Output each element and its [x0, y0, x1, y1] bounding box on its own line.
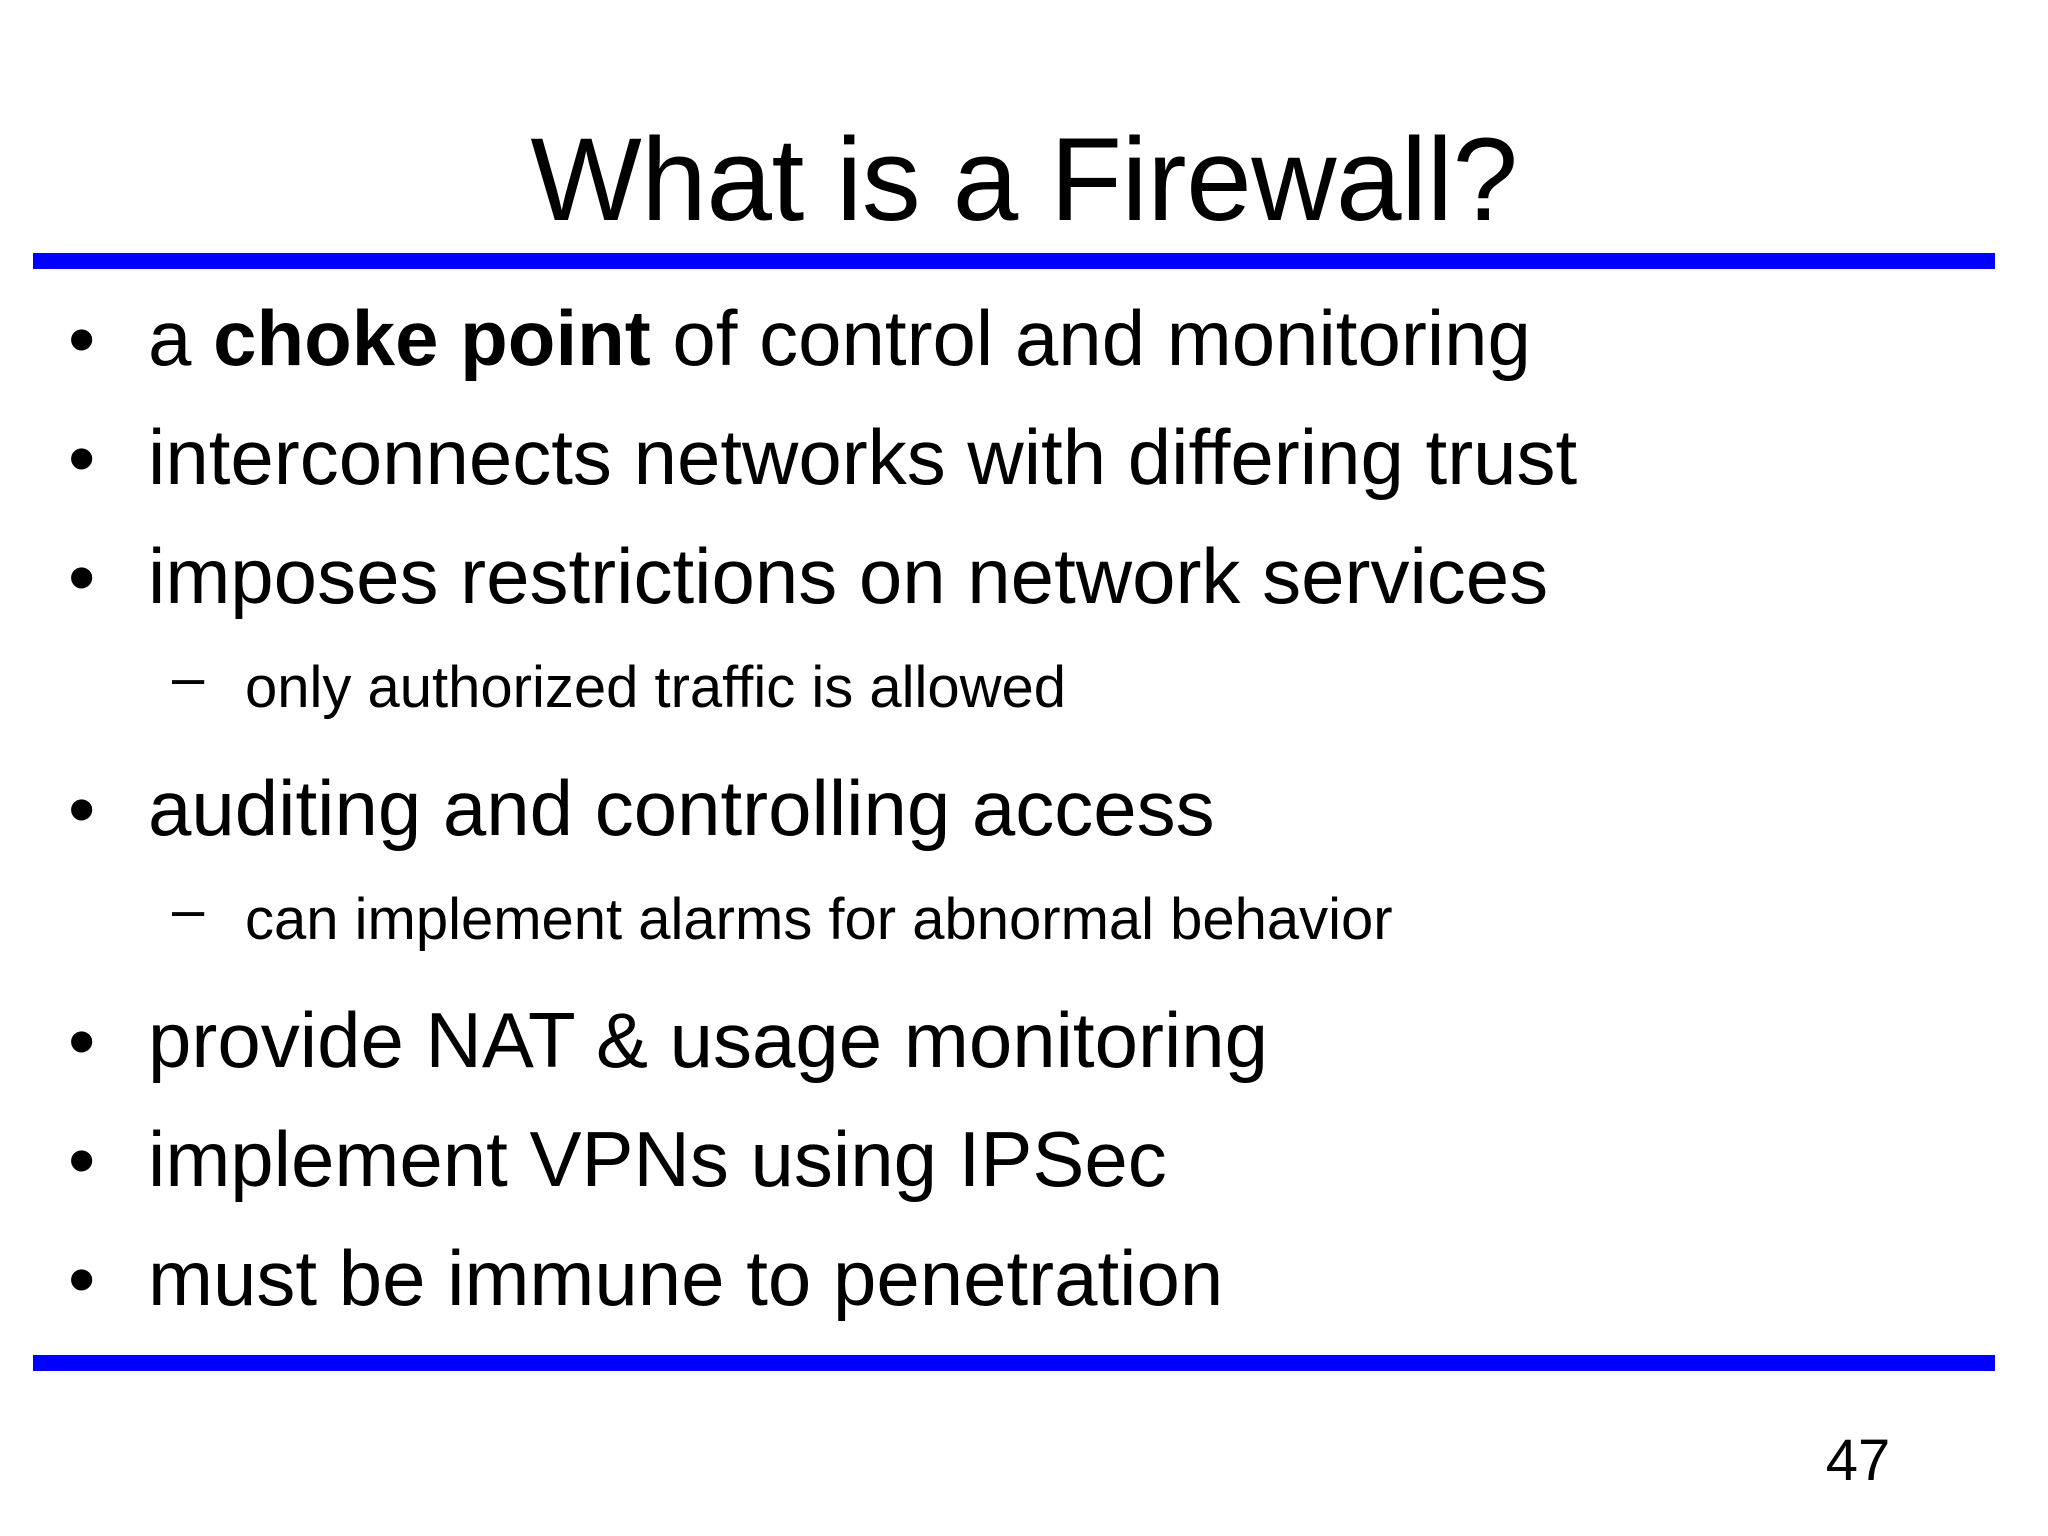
bullet-text: can implement alarms for abnormal behavi… — [245, 887, 1393, 952]
bullet-text-before: a — [148, 294, 214, 382]
bullet-item: • a choke point of control and monitoring — [0, 286, 2048, 405]
bullet-text: provide NAT & usage monitoring — [148, 996, 1269, 1084]
bullet-marker-icon: • — [68, 765, 96, 853]
bullet-list: • a choke point of control and monitoring… — [0, 286, 2048, 1345]
bullet-text-after: of control and monitoring — [650, 294, 1531, 382]
bullet-text: a choke point of control and monitoring — [148, 286, 2048, 390]
bullet-item: • provide NAT & usage monitoring — [0, 988, 2048, 1107]
page-number: 47 — [1825, 1428, 1891, 1493]
sub-bullet-item: –only authorized traffic is allowed — [0, 643, 2048, 756]
bullet-text: imposes restrictions on network services — [148, 532, 1549, 620]
bullet-item: • auditing and controlling access — [0, 756, 2048, 875]
bullet-text: auditing and controlling access — [148, 764, 1215, 852]
bullet-marker-icon: • — [68, 533, 96, 621]
dash-marker-icon: – — [172, 645, 205, 710]
bullet-text-emphasis: choke point — [213, 294, 651, 382]
title-divider-rule-top — [33, 253, 1995, 269]
bullet-text: interconnects networks with differing tr… — [148, 413, 1578, 501]
sub-bullet-item: –can implement alarms for abnormal behav… — [0, 875, 2048, 988]
bullet-marker-icon: • — [68, 997, 96, 1085]
bullet-item: • must be immune to penetration — [0, 1226, 2048, 1345]
bullet-marker-icon: • — [68, 1235, 96, 1323]
bullet-marker-icon: • — [68, 295, 96, 383]
bullet-item: • interconnects networks with differing t… — [0, 405, 2048, 524]
bullet-marker-icon: • — [68, 414, 96, 502]
bullet-item: • imposes restrictions on network service… — [0, 524, 2048, 643]
page-title: What is a Firewall? — [530, 114, 1518, 247]
footer-divider-rule-bottom — [33, 1355, 1995, 1371]
bullet-item: • implement VPNs using IPSec — [0, 1107, 2048, 1226]
bullet-text: must be immune to penetration — [148, 1234, 1224, 1322]
dash-marker-icon: – — [172, 877, 205, 942]
bullet-marker-icon: • — [68, 1116, 96, 1204]
bullet-text: only authorized traffic is allowed — [245, 655, 1067, 720]
bullet-text: implement VPNs using IPSec — [148, 1115, 1167, 1203]
